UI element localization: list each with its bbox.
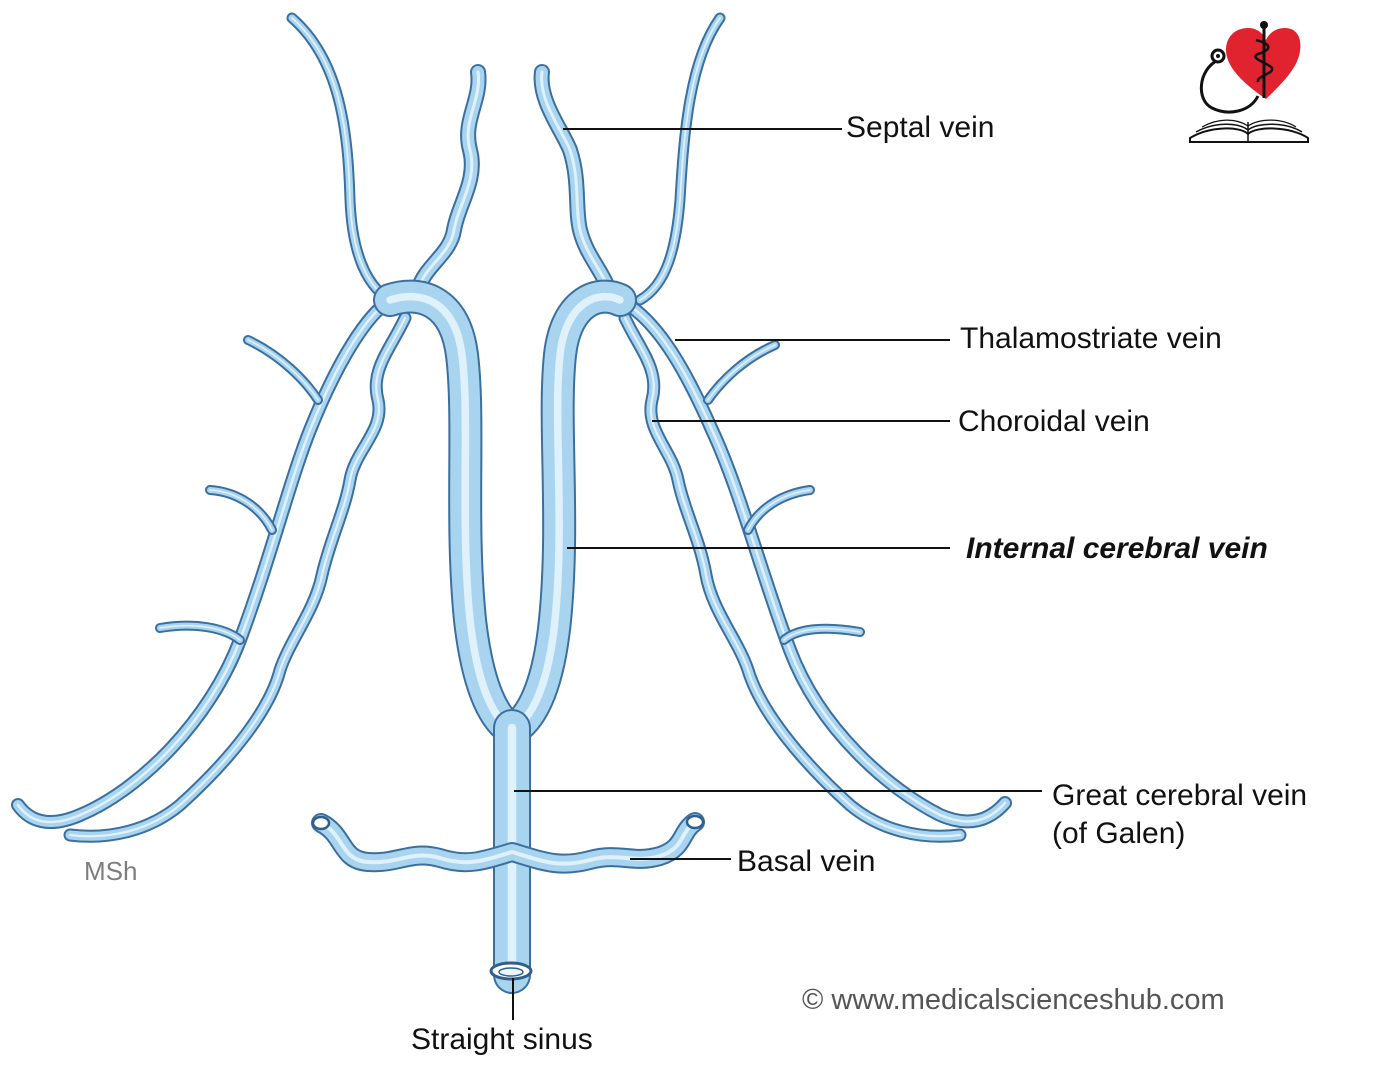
caduceus-icon bbox=[1254, 21, 1274, 98]
label-internal-cerebral-vein: Internal cerebral vein bbox=[966, 532, 1268, 565]
label-great-cerebral-vein: Great cerebral vein bbox=[1052, 779, 1307, 812]
left-septal-vein bbox=[410, 64, 487, 298]
right-thalamostriate-vein bbox=[613, 293, 1012, 829]
label-great-cerebral-vein-sub: (of Galen) bbox=[1052, 817, 1185, 850]
right-branch-3 bbox=[779, 623, 865, 645]
open-book-icon bbox=[1189, 119, 1309, 143]
left-branch-3 bbox=[155, 620, 245, 645]
right-septal-tributary bbox=[634, 12, 726, 306]
basal-vein bbox=[311, 812, 705, 874]
right-choroidal-vein bbox=[618, 311, 967, 843]
straight-sinus-opening bbox=[489, 961, 533, 981]
left-septal-tributary bbox=[286, 12, 396, 306]
vein-illustration bbox=[11, 12, 1012, 994]
left-branch-2 bbox=[205, 485, 277, 535]
leader-lines bbox=[512, 128, 1042, 1020]
label-choroidal-vein: Choroidal vein bbox=[958, 405, 1150, 438]
right-branch-2 bbox=[743, 485, 815, 535]
internal-cerebral-veins bbox=[373, 279, 637, 747]
left-branch-1 bbox=[243, 335, 323, 405]
artist-signature: MSh bbox=[84, 856, 137, 886]
label-septal-vein: Septal vein bbox=[846, 111, 994, 144]
left-thalamostriate-vein bbox=[11, 293, 397, 829]
stethoscope-tube bbox=[1199, 58, 1260, 114]
heart-stethoscope-logo-icon bbox=[1189, 21, 1309, 143]
label-basal-vein: Basal vein bbox=[737, 845, 875, 878]
label-straight-sinus: Straight sinus bbox=[411, 1023, 593, 1056]
basal-vein-openings bbox=[311, 814, 705, 831]
right-septal-vein bbox=[533, 64, 618, 300]
right-branch-1 bbox=[703, 340, 780, 405]
left-choroidal-vein bbox=[63, 311, 412, 843]
label-thalamostriate-vein: Thalamostriate vein bbox=[960, 322, 1222, 355]
copyright-notice: © www.medicalscienceshub.com bbox=[802, 984, 1225, 1016]
